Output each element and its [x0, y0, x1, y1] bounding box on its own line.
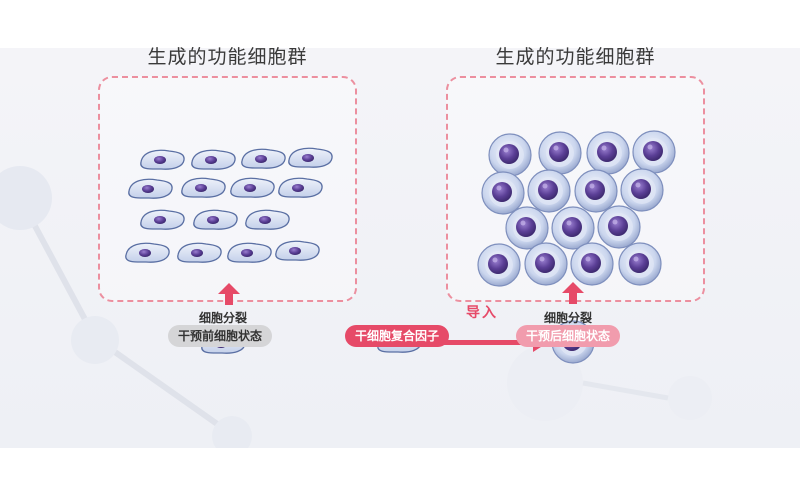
flat-cell — [181, 177, 226, 198]
round-cell — [586, 131, 630, 175]
flat-cell — [278, 177, 323, 198]
round-cell — [597, 205, 641, 249]
flat-cell — [230, 177, 275, 198]
round-cell — [551, 206, 595, 250]
diagram-stage — [0, 48, 800, 448]
left-panel-title: 生成的功能细胞群 — [147, 46, 308, 68]
right-panel-title: 生成的功能细胞群 — [495, 46, 656, 68]
round-cell — [618, 242, 662, 286]
round-cell — [505, 206, 549, 250]
flat-cell — [227, 242, 272, 263]
flat-cell — [241, 148, 286, 169]
round-cell — [524, 242, 568, 286]
division-label-right: 细胞分裂 — [544, 311, 593, 325]
background-molecule-decoration — [0, 166, 712, 448]
left-cell-cluster — [125, 147, 333, 263]
flat-cell — [140, 149, 185, 170]
flat-cell — [128, 178, 173, 199]
round-cell — [488, 133, 532, 177]
flat-cell — [140, 209, 185, 230]
import-label: 导入 — [466, 305, 498, 321]
round-cell — [477, 243, 521, 287]
round-cell — [620, 168, 664, 212]
round-cell — [481, 171, 525, 215]
before-state-pill: 干预前细胞状态 — [168, 325, 273, 347]
flat-cell — [191, 149, 236, 170]
flat-cell — [177, 242, 222, 263]
flat-cell — [288, 147, 333, 168]
division-label-left: 细胞分裂 — [199, 311, 248, 325]
flat-cell — [125, 242, 170, 263]
round-cell — [570, 242, 614, 286]
flat-cell — [275, 240, 320, 261]
division-arrow-left — [218, 283, 240, 305]
round-cell — [527, 169, 571, 213]
right-cell-cluster — [477, 130, 676, 287]
round-cell — [538, 131, 582, 175]
stem-cell-factor-pill: 干细胞复合因子 — [345, 325, 450, 347]
flat-cell — [245, 209, 290, 230]
round-cell — [574, 169, 618, 213]
division-arrow-right — [562, 282, 584, 304]
after-state-pill: 干预后细胞状态 — [516, 325, 621, 347]
flat-cell — [193, 209, 238, 230]
round-cell — [632, 130, 676, 174]
